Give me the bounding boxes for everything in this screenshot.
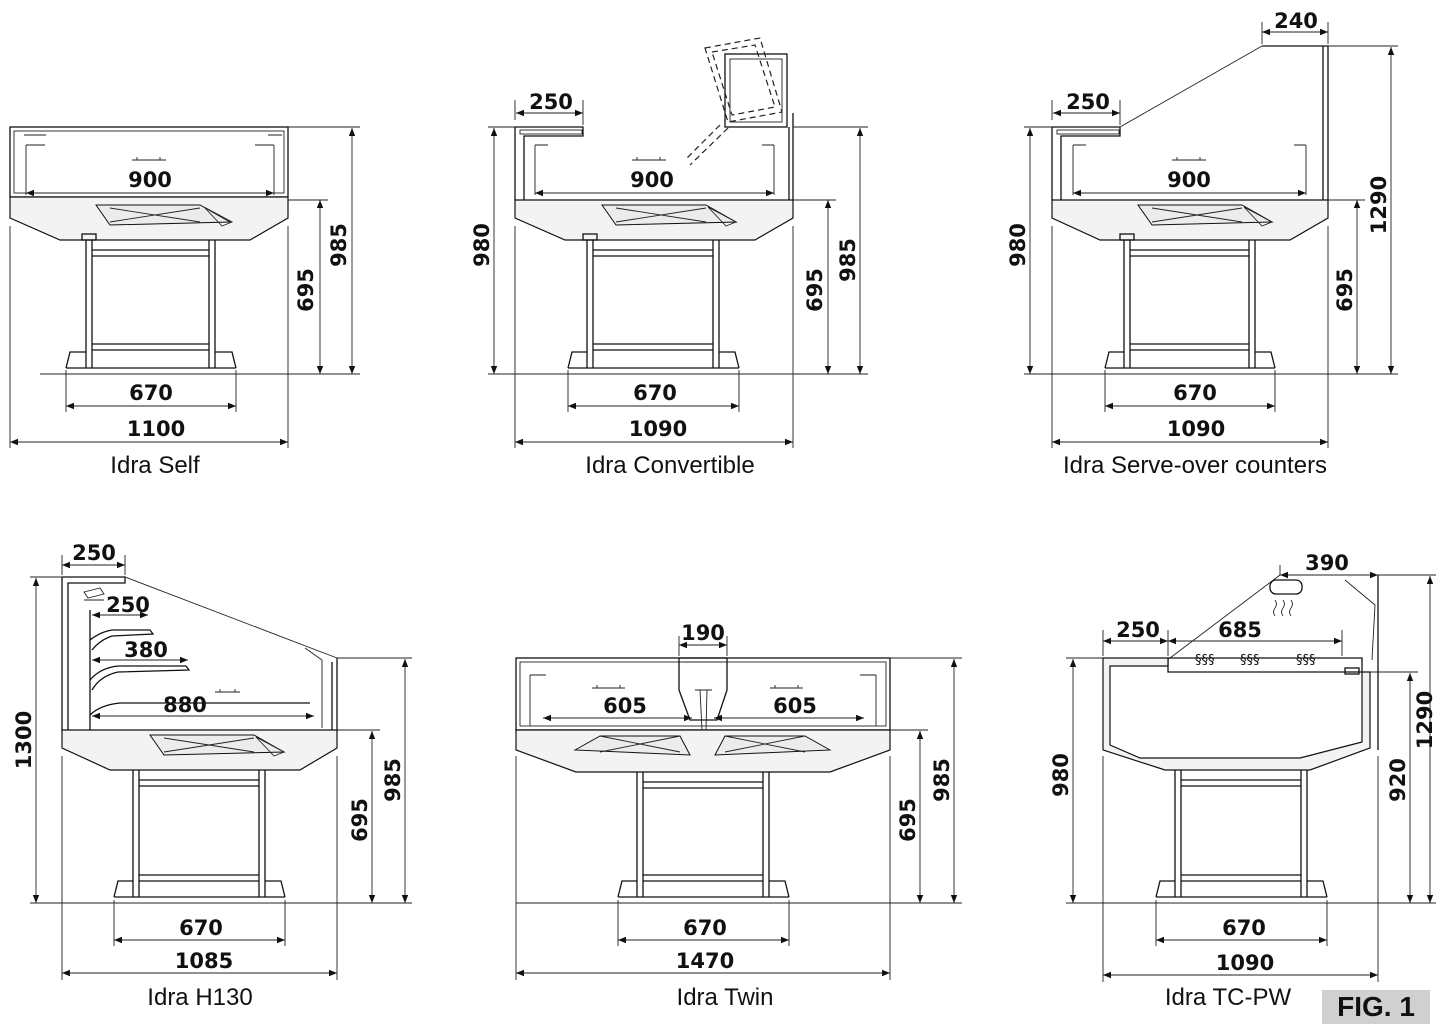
dim-height-left: 980 <box>470 223 494 267</box>
dim-leg-span: 670 <box>129 381 173 405</box>
dim-height-left: 980 <box>1049 753 1073 797</box>
dim-top-depth: 250 <box>72 541 116 565</box>
dim-height-total: 985 <box>930 758 954 802</box>
dim-warm-width: 685 <box>1218 618 1262 642</box>
dim-height-total: 985 <box>327 223 351 267</box>
dim-height-total: 1290 <box>1413 691 1436 749</box>
idra-convertible-drawing <box>514 37 794 369</box>
caption: Idra Self <box>110 452 200 479</box>
caption: Idra TC-PW <box>1165 984 1292 1011</box>
idra-twin-drawing <box>515 657 891 898</box>
dim-top-width: 390 <box>1305 551 1349 575</box>
dim-height-base: 695 <box>294 268 318 312</box>
dim-divider-width: 190 <box>681 621 725 645</box>
idra-tc-pw-dimensions: 390 250 685 §§§ §§§ §§§ 670 1090 980 920… <box>1049 551 1436 982</box>
caption: Idra Convertible <box>585 452 754 479</box>
dim-inner-right: 605 <box>773 694 817 718</box>
unit-idra-twin: 190 605 605 670 1470 695 985 Idra Twin <box>515 621 962 1011</box>
dim-height-mid: 920 <box>1386 758 1410 802</box>
dim-overall-width: 1085 <box>175 949 233 973</box>
dim-overall-width: 1090 <box>1216 951 1274 975</box>
dim-leg-span: 670 <box>683 916 727 940</box>
dim-height-base: 695 <box>896 798 920 842</box>
dim-leg-span: 670 <box>633 381 677 405</box>
idra-serve-over-dimensions: 240 250 900 670 1090 980 695 1290 <box>1006 9 1398 448</box>
dim-overall-width: 1470 <box>676 949 734 973</box>
caption: Idra H130 <box>147 984 252 1011</box>
idra-tc-pw-drawing <box>1102 574 1379 898</box>
idra-h130-drawing <box>61 576 338 898</box>
idra-convertible-dimensions: 250 900 670 1090 980 695 985 <box>470 90 868 448</box>
unit-idra-tc-pw: 390 250 685 §§§ §§§ §§§ 670 1090 980 920… <box>1049 551 1436 1011</box>
dim-inner-width: 900 <box>1167 168 1211 192</box>
dim-height-left: 980 <box>1006 223 1030 267</box>
figure-label: FIG. 1 <box>1322 990 1430 1024</box>
dim-shelf-depth: 250 <box>1066 90 1110 114</box>
heat-wave-icon: §§§ <box>1195 653 1215 668</box>
dim-height-base: 695 <box>348 798 372 842</box>
dim-leg-span: 670 <box>1173 381 1217 405</box>
dim-inner-width: 880 <box>163 693 207 717</box>
dim-overall-width: 1100 <box>127 417 185 441</box>
unit-idra-self: 900 670 1100 695 985 Idra Self <box>9 126 360 479</box>
dim-shelf-depth: 250 <box>529 90 573 114</box>
dim-shelf-2: 380 <box>124 638 168 662</box>
heat-wave-icon: §§§ <box>1240 653 1260 668</box>
dim-inner-width: 900 <box>128 168 172 192</box>
dim-height-total: 985 <box>836 238 860 282</box>
dim-height-total: 1290 <box>1367 176 1391 234</box>
caption: Idra Serve-over counters <box>1063 452 1327 479</box>
dim-height-left: 1300 <box>12 711 36 769</box>
dim-height-base: 695 <box>803 268 827 312</box>
dim-overall-width: 1090 <box>1167 417 1225 441</box>
dim-inner-width: 900 <box>630 168 674 192</box>
dim-top-width: 240 <box>1274 9 1318 33</box>
idra-serve-over-drawing <box>1051 45 1329 369</box>
caption: Idra Twin <box>677 984 774 1011</box>
dim-leg-span: 670 <box>1222 916 1266 940</box>
idra-self-dimensions: 900 670 1100 695 985 <box>9 126 360 448</box>
idra-self-drawing <box>9 126 289 369</box>
dim-height-total: 985 <box>381 758 405 802</box>
unit-idra-convertible: 250 900 670 1090 980 695 985 Idra Conver… <box>470 37 868 479</box>
idra-twin-dimensions: 190 605 605 670 1470 695 985 <box>515 621 962 980</box>
dim-shelf-1: 250 <box>106 593 150 617</box>
unit-idra-serve-over: 240 250 900 670 1090 980 695 1290 Idra S… <box>1006 9 1398 479</box>
dim-height-base: 695 <box>1333 268 1357 312</box>
dim-leg-span: 670 <box>179 916 223 940</box>
dim-overall-width: 1090 <box>629 417 687 441</box>
heat-wave-icon: §§§ <box>1296 653 1316 668</box>
dim-inner-left: 605 <box>603 694 647 718</box>
unit-idra-h130: 250 250 380 880 670 1085 1300 695 985 Id… <box>12 541 412 1011</box>
dim-shelf-depth: 250 <box>1116 618 1160 642</box>
idra-h130-dimensions: 250 250 380 880 670 1085 1300 695 985 <box>12 541 412 980</box>
